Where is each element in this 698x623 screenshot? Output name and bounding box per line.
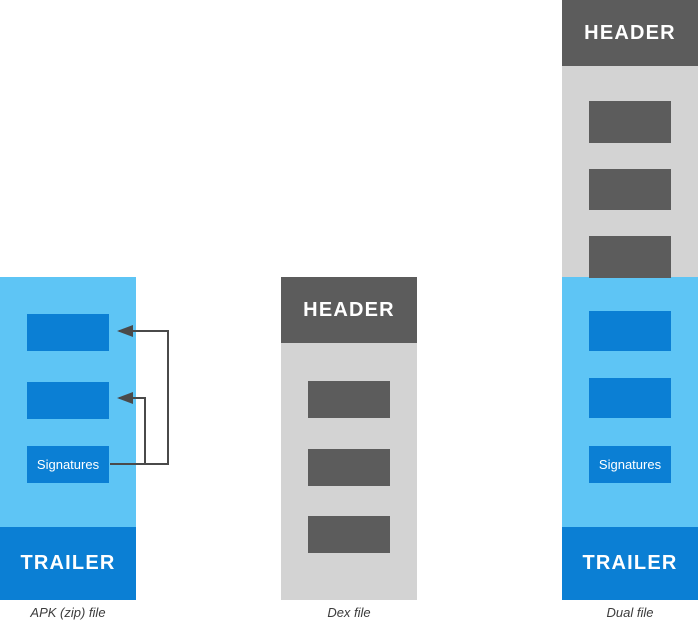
- dual-header: HEADER: [562, 0, 698, 66]
- dual-signatures-label: Signatures: [598, 457, 662, 472]
- apk-block-2: [27, 382, 109, 419]
- dual-block-2: [589, 169, 671, 210]
- dual-block-1: [589, 101, 671, 143]
- dex-header: HEADER: [281, 277, 417, 343]
- dex-header-label: HEADER: [303, 298, 395, 321]
- dual-signatures-block: Signatures: [589, 446, 671, 483]
- column-dual-file: HEADER Signatures TRAILER Dual file: [562, 0, 698, 623]
- dex-block-3: [308, 516, 390, 553]
- apk-signatures-label: Signatures: [36, 457, 100, 472]
- column-apk-file: Signatures TRAILER APK (zip) file: [0, 277, 136, 622]
- dual-block-5: [589, 378, 671, 418]
- apk-trailer-label: TRAILER: [20, 552, 116, 574]
- dual-trailer-label: TRAILER: [582, 552, 678, 574]
- apk-trailer: TRAILER: [0, 527, 136, 600]
- apk-signatures-block: Signatures: [27, 446, 109, 483]
- apk-block-1: [27, 314, 109, 351]
- dex-block-2: [308, 449, 390, 486]
- column-dex-file: HEADER Dex file: [281, 277, 417, 622]
- dual-header-label: HEADER: [584, 21, 676, 44]
- apk-caption: APK (zip) file: [30, 605, 106, 620]
- dex-block-1: [308, 381, 390, 418]
- dual-block-3: [589, 236, 671, 278]
- dual-caption: Dual file: [606, 605, 654, 620]
- dual-trailer: TRAILER: [562, 527, 698, 600]
- dual-block-4: [589, 311, 671, 351]
- dex-caption: Dex file: [327, 605, 371, 620]
